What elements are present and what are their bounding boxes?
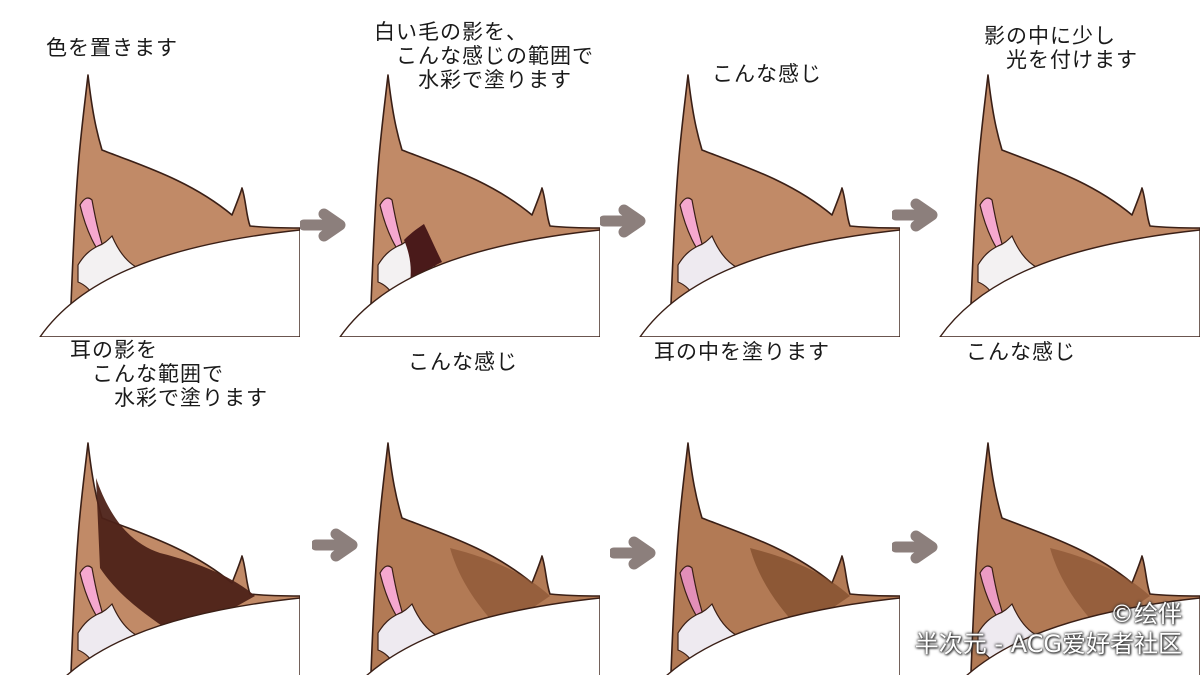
head-outline <box>339 229 600 337</box>
right-arrow-icon <box>892 530 938 564</box>
step-caption: 白い毛の影を、 こんな感じの範囲で 水彩で塗ります <box>374 20 594 92</box>
ear-group <box>339 74 600 337</box>
head-outline <box>666 597 900 675</box>
right-arrow-icon <box>312 528 358 562</box>
step-panel-5: 耳の影を こんな範囲で 水彩で塗ります <box>0 338 300 675</box>
cat-ear-illustration <box>639 74 900 337</box>
arrow-shape <box>610 536 656 570</box>
cat-ear-illustration <box>939 74 1200 337</box>
head-outline <box>639 229 900 337</box>
ear-group <box>39 74 300 337</box>
arrow-shape <box>892 530 938 564</box>
cat-ear-illustration <box>366 442 600 675</box>
cat-ear-illustration <box>339 74 600 337</box>
step-panel-1: 色を置きます <box>0 0 300 337</box>
arrow-shape <box>892 198 938 232</box>
step-panel-8: こんな感じ <box>900 338 1200 675</box>
step-caption: 影の中に少し 光を付けます <box>984 24 1138 72</box>
ear-group <box>66 442 300 675</box>
cat-ear-illustration <box>666 442 900 675</box>
head-outline <box>66 597 300 675</box>
fur-shadow <box>404 224 442 282</box>
step-panel-2: 白い毛の影を、 こんな感じの範囲で 水彩で塗ります <box>300 0 600 337</box>
head-outline <box>366 597 600 675</box>
watermark-site: 半次元 - ACG爱好者社区 <box>914 630 1182 658</box>
watermark: ©绘伴 半次元 - ACG爱好者社区 <box>915 599 1182 659</box>
arrow-shape <box>300 208 346 242</box>
head-outline <box>39 229 300 337</box>
step-panel-7: 耳の中を塗ります <box>600 338 900 675</box>
step-panel-4: 影の中に少し 光を付けます <box>900 0 1200 337</box>
ear-group <box>966 442 1200 675</box>
step-panel-6: こんな感じ <box>300 338 600 675</box>
ear-group <box>366 442 600 675</box>
head-outline <box>939 229 1200 337</box>
right-arrow-icon <box>600 204 646 238</box>
head-outline <box>966 597 1200 675</box>
ear-group <box>939 74 1200 337</box>
right-arrow-icon <box>300 208 346 242</box>
ear-shadow <box>96 478 255 638</box>
step-panel-3: こんな感じ <box>600 0 900 337</box>
cat-ear-illustration <box>966 442 1200 675</box>
step-caption: 耳の影を こんな範囲で 水彩で塗ります <box>70 338 268 410</box>
ear-group <box>666 442 900 675</box>
step-caption: 耳の中を塗ります <box>654 340 830 364</box>
right-arrow-icon <box>610 536 656 570</box>
right-arrow-icon <box>892 198 938 232</box>
step-caption: 色を置きます <box>46 36 178 60</box>
cat-ear-illustration <box>66 442 300 675</box>
cat-ear-illustration <box>39 74 300 337</box>
step-caption: こんな感じ <box>712 62 822 86</box>
arrow-shape <box>600 204 646 238</box>
step-caption: こんな感じ <box>408 350 518 374</box>
step-caption: こんな感じ <box>966 340 1076 364</box>
watermark-copyright: ©绘伴 <box>1110 600 1182 628</box>
arrow-shape <box>312 528 358 562</box>
ear-group <box>639 74 900 337</box>
